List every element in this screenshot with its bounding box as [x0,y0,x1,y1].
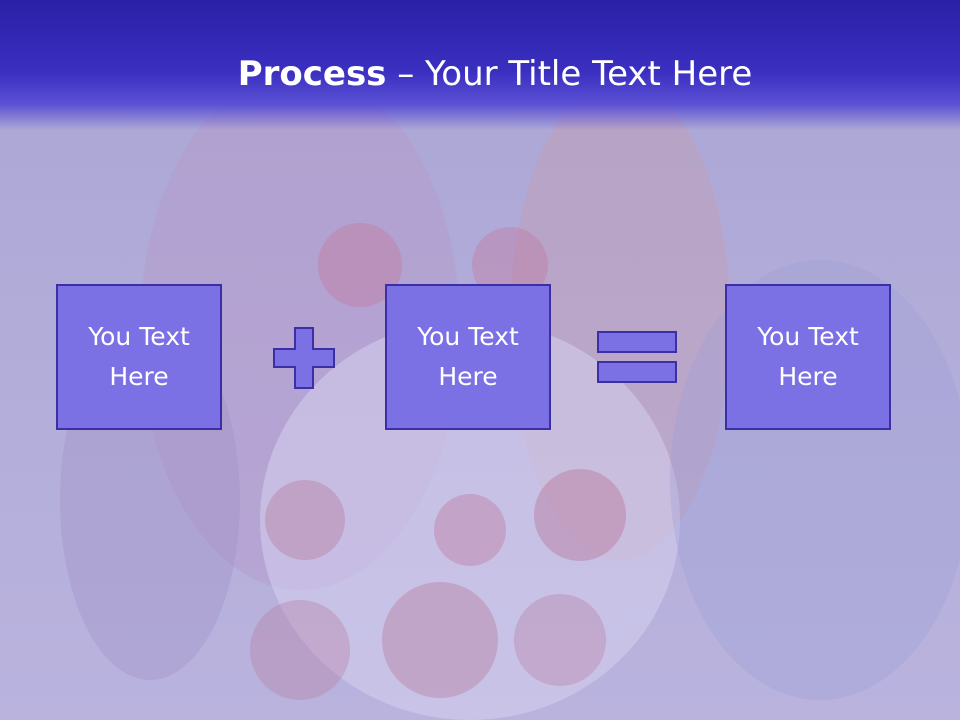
title-rest: – Your Title Text Here [386,54,753,94]
title-band [0,0,960,130]
box-3-line-2: Here [778,362,838,391]
box-3-line-1: You Text [757,322,859,351]
slide-title: Process – Your Title Text Here [0,52,960,96]
title-bold: Process [237,54,387,94]
box-2-line-1: You Text [417,322,519,351]
equals-icon [597,331,677,383]
plus-icon [273,327,335,389]
box-2-line-2: Here [438,362,498,391]
box-1-line-2: Here [109,362,169,391]
box-1-line-1: You Text [88,322,190,351]
